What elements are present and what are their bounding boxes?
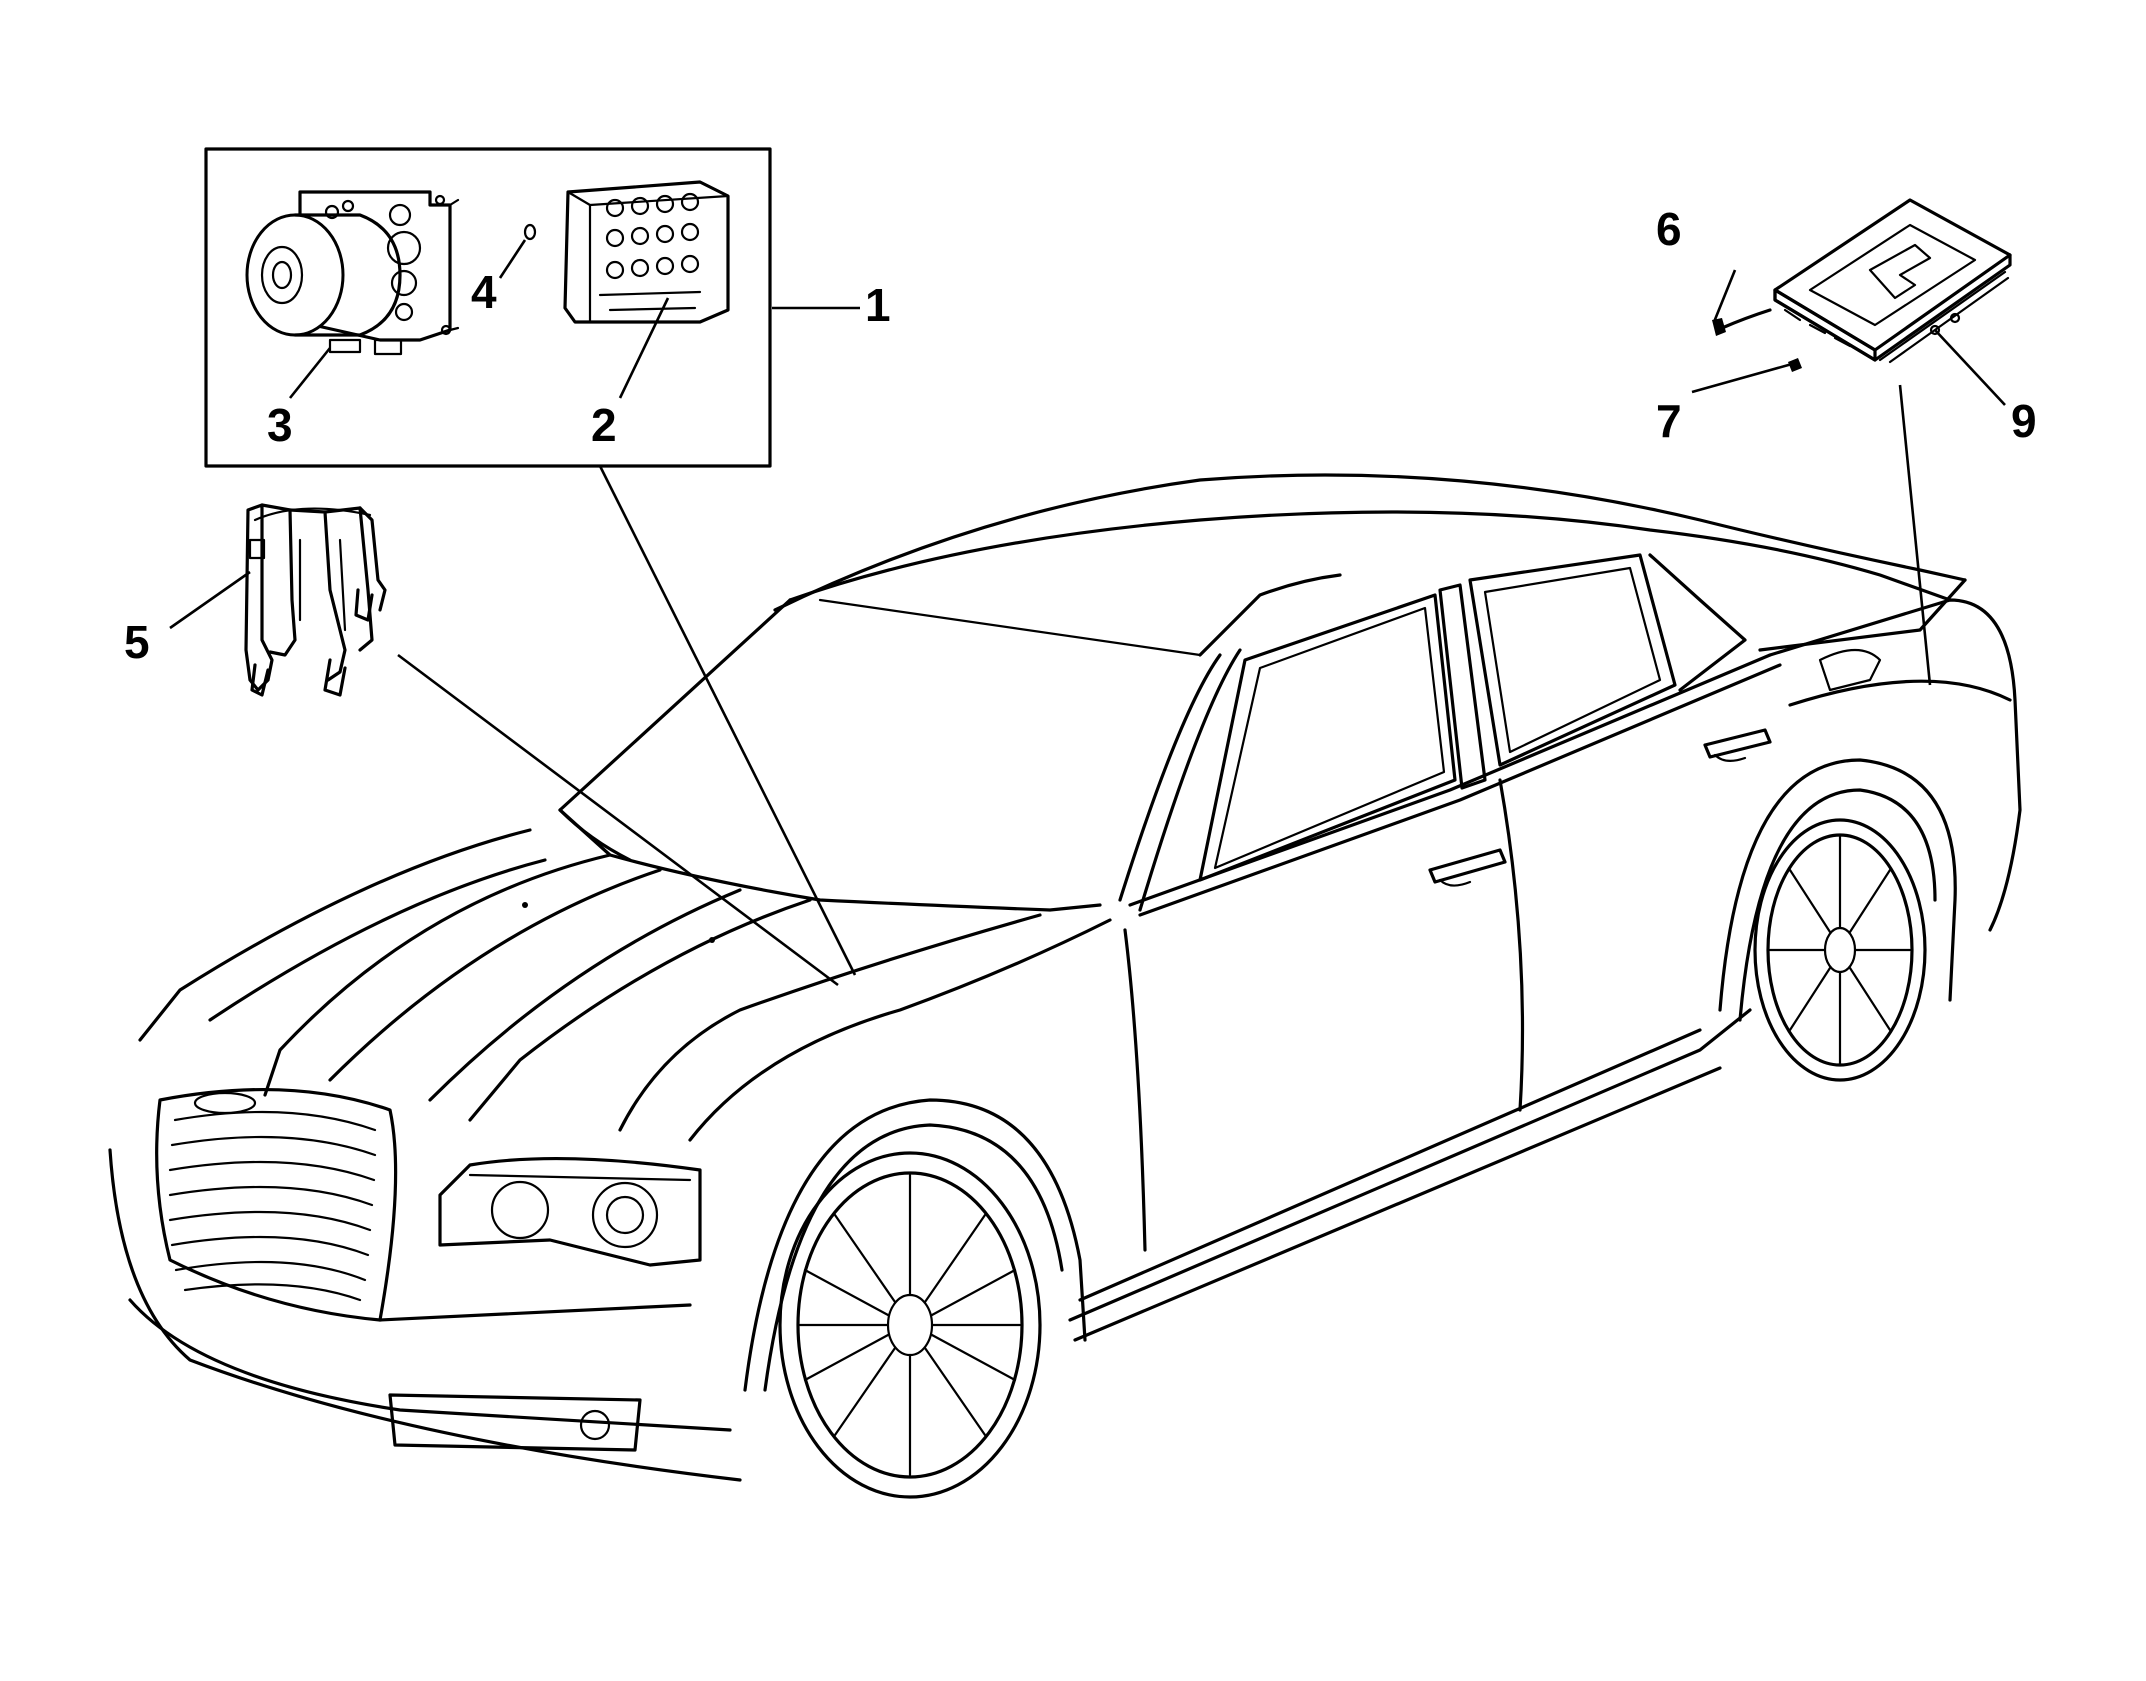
leader-lines [169, 239, 2006, 987]
callout-6: 6 [1656, 203, 1682, 255]
callout-9: 9 [2011, 395, 2037, 447]
wheel-speed-sensor-icon [244, 503, 387, 697]
electronic-control-module-icon [1773, 198, 2012, 364]
callout-5: 5 [124, 616, 150, 668]
fastener-icon [523, 223, 537, 241]
callout-7: 7 [1656, 395, 1682, 447]
sedan-car-icon [108, 473, 2022, 1499]
callout-2: 2 [591, 399, 617, 451]
callout-4: 4 [471, 266, 497, 318]
screw-icon [1712, 308, 1772, 336]
hydraulic-control-unit-icon [563, 180, 730, 324]
callout-3: 3 [267, 399, 293, 451]
inset-frame [204, 147, 772, 468]
nut-icon [1788, 358, 1802, 372]
callout-1: 1 [865, 279, 891, 331]
abs-module-icon [245, 190, 460, 356]
